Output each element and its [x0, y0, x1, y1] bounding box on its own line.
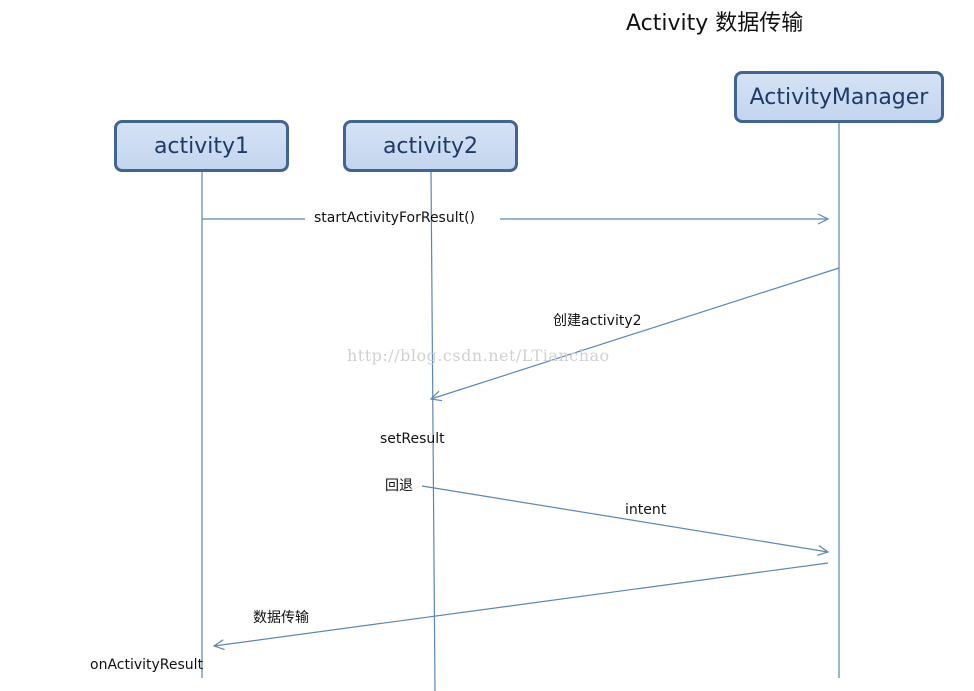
note-go-back: 回退	[385, 478, 413, 494]
note-set-result: setResult	[380, 431, 445, 447]
lifeline-activity2	[430, 169, 436, 691]
participant-activity1: activity1	[114, 120, 289, 172]
message-back-arrow	[421, 485, 828, 552]
message-back-label: intent	[625, 502, 667, 518]
diagram-title: Activity 数据传输	[626, 11, 804, 36]
watermark-text: http://blog.csdn.net/LTianchao	[347, 346, 610, 365]
message-transfer-label: 数据传输	[253, 610, 309, 626]
note-on-activity-result: onActivityResult	[90, 657, 204, 673]
message-start-label: startActivityForResult()	[314, 210, 476, 226]
participant-activity2: activity2	[343, 120, 518, 172]
message-create-arrow	[431, 267, 840, 399]
message-create-label: 创建activity2	[553, 313, 642, 329]
participant-activitymanager: ActivityManager	[734, 71, 944, 123]
message-transfer-arrow	[214, 562, 829, 646]
